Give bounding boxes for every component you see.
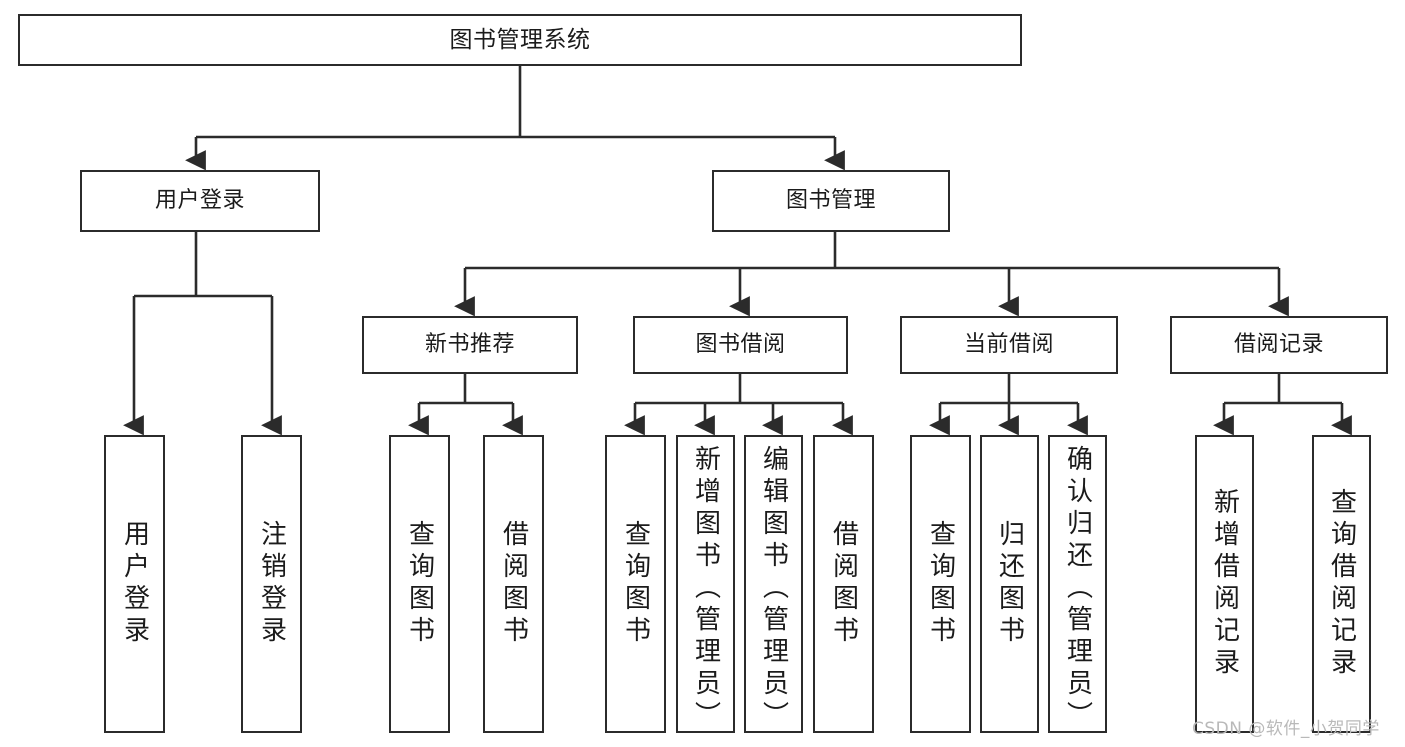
node-label: 用户登录 bbox=[154, 188, 245, 214]
leaf-book-borrow-add-admin[interactable]: 新增图书（管理员） bbox=[676, 435, 735, 733]
node-label: 借阅记录 bbox=[1233, 332, 1324, 358]
node-label: 查询图书 bbox=[925, 520, 956, 648]
node-label: 借阅图书 bbox=[498, 520, 529, 648]
leaf-current-borrow-query[interactable]: 查询图书 bbox=[910, 435, 971, 733]
node-label: 用户登录 bbox=[119, 520, 150, 648]
node-book-borrow[interactable]: 图书借阅 bbox=[633, 316, 848, 374]
node-label: 查询借阅记录 bbox=[1326, 488, 1357, 680]
node-label: 新增图书（管理员） bbox=[690, 445, 721, 733]
leaf-book-borrow-query[interactable]: 查询图书 bbox=[605, 435, 666, 733]
leaf-user-login-signin[interactable]: 用户登录 bbox=[104, 435, 165, 733]
leaf-book-borrow-edit-admin[interactable]: 编辑图书（管理员） bbox=[744, 435, 803, 733]
leaf-user-login-signout[interactable]: 注销登录 bbox=[241, 435, 302, 733]
leaf-current-borrow-return[interactable]: 归还图书 bbox=[980, 435, 1039, 733]
node-new-book-recommendation[interactable]: 新书推荐 bbox=[362, 316, 578, 374]
node-label: 借阅图书 bbox=[828, 520, 859, 648]
node-borrow-record[interactable]: 借阅记录 bbox=[1170, 316, 1388, 374]
node-label: 当前借阅 bbox=[963, 332, 1054, 358]
node-label: 新书推荐 bbox=[424, 332, 515, 358]
leaf-borrow-record-query[interactable]: 查询借阅记录 bbox=[1312, 435, 1371, 733]
node-book-management[interactable]: 图书管理 bbox=[712, 170, 950, 232]
node-label: 图书管理系统 bbox=[449, 26, 591, 53]
leaf-book-borrow-borrow[interactable]: 借阅图书 bbox=[813, 435, 874, 733]
node-root-book-management-system[interactable]: 图书管理系统 bbox=[18, 14, 1022, 66]
node-label: 图书管理 bbox=[785, 188, 876, 214]
node-label: 编辑图书（管理员） bbox=[758, 445, 789, 733]
leaf-new-book-borrow[interactable]: 借阅图书 bbox=[483, 435, 544, 733]
node-label: 查询图书 bbox=[404, 520, 435, 648]
node-current-borrow[interactable]: 当前借阅 bbox=[900, 316, 1118, 374]
leaf-new-book-query[interactable]: 查询图书 bbox=[389, 435, 450, 733]
node-label: 查询图书 bbox=[620, 520, 651, 648]
node-label: 图书借阅 bbox=[695, 332, 786, 358]
leaf-borrow-record-add[interactable]: 新增借阅记录 bbox=[1195, 435, 1254, 733]
node-label: 归还图书 bbox=[994, 520, 1025, 648]
node-user-login[interactable]: 用户登录 bbox=[80, 170, 320, 232]
leaf-current-borrow-confirm-admin[interactable]: 确认归还（管理员） bbox=[1048, 435, 1107, 733]
node-label: 新增借阅记录 bbox=[1209, 488, 1240, 680]
node-label: 确认归还（管理员） bbox=[1062, 445, 1093, 733]
node-label: 注销登录 bbox=[256, 520, 287, 648]
